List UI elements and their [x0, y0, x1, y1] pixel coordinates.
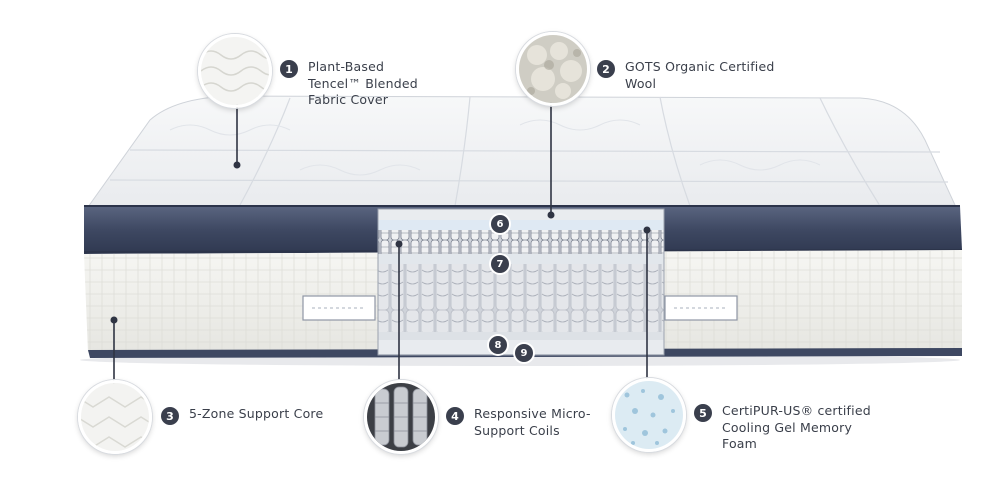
callout-number-badge: 5: [694, 404, 712, 422]
callout-micro-coils: 4 Responsive Micro- Support Coils: [446, 406, 591, 439]
layer-tag-8: 8: [489, 336, 507, 354]
layer-tag-6: 6: [491, 215, 509, 233]
layer-tag-7: 7: [491, 255, 509, 273]
callout-number-badge: 4: [446, 407, 464, 425]
side-handle-left: [302, 295, 376, 321]
callout-number-badge: 3: [161, 407, 179, 425]
callout-label: Plant-Based Tencel™ Blended Fabric Cover: [308, 59, 418, 107]
layer-tag-9: 9: [515, 344, 533, 362]
callout-label: 5-Zone Support Core: [189, 406, 324, 421]
callout-label: GOTS Organic Certified Wool: [625, 59, 775, 91]
micro-coils-thumbnail: [364, 380, 438, 454]
support-core-thumbnail: [78, 380, 152, 454]
callout-support-core: 3 5-Zone Support Core: [161, 406, 323, 425]
cutaway-section: [377, 208, 665, 356]
callout-gel-foam: 5 CertiPUR-US® certified Cooling Gel Mem…: [694, 403, 871, 453]
callout-fabric-cover: 1 Plant-Based Tencel™ Blended Fabric Cov…: [280, 59, 418, 109]
callout-organic-wool: 2 GOTS Organic Certified Wool: [597, 59, 775, 92]
callout-number-badge: 1: [280, 60, 298, 78]
organic-wool-thumbnail: [516, 32, 590, 106]
side-handle-right: [664, 295, 738, 321]
fabric-cover-thumbnail: [198, 34, 272, 108]
callout-label: CertiPUR-US® certified Cooling Gel Memor…: [722, 403, 871, 451]
gel-foam-thumbnail: [612, 378, 686, 452]
callout-number-badge: 2: [597, 60, 615, 78]
callout-label: Responsive Micro- Support Coils: [474, 406, 591, 438]
